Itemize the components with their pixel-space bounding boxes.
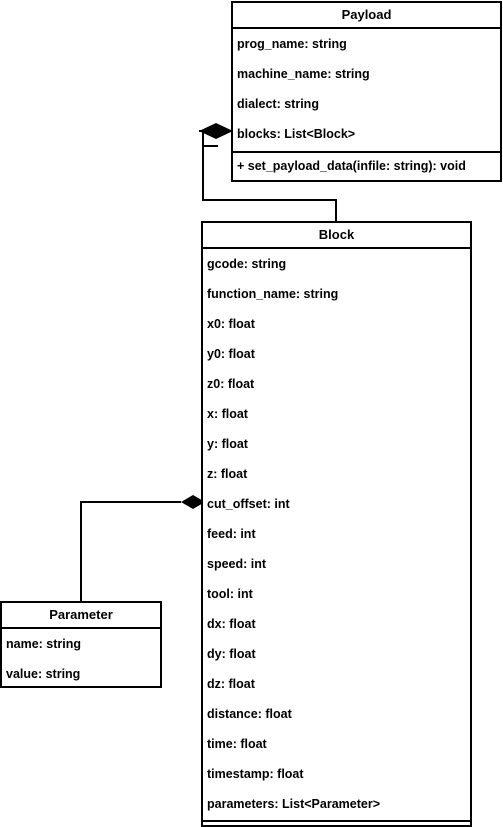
- payload-attr-dialect: dialect: string: [237, 97, 319, 111]
- block-attr-function-name: function_name: string: [207, 287, 339, 301]
- block-attr-dz: dz: float: [207, 677, 255, 691]
- parameter-attr-value: value: string: [6, 667, 81, 681]
- block-attr-x: x: float: [207, 407, 248, 421]
- payload-class-name: Payload: [233, 3, 500, 29]
- block-attr-z: z: float: [207, 467, 248, 481]
- block-attr-cut-offset: cut_offset: int: [207, 497, 290, 511]
- block-attr-distance: distance: float: [207, 707, 292, 721]
- block-attr-y0: y0: float: [207, 347, 255, 361]
- payload-attr-prog-name: prog_name: string: [237, 37, 347, 51]
- block-attr-dx: dx: float: [207, 617, 256, 631]
- block-attr-y: y: float: [207, 437, 248, 451]
- block-attr-timestamp: timestamp: float: [207, 767, 304, 781]
- block-class-name: Block: [203, 223, 470, 249]
- parameter-attr-name: name: string: [6, 637, 82, 651]
- composition-diamond-payload: [199, 123, 233, 139]
- block-attr-time: time: float: [207, 737, 267, 751]
- block-class[interactable]: Block gcode: string function_name: strin…: [201, 221, 472, 827]
- block-method-divider: [203, 820, 470, 822]
- parameter-class-name: Parameter: [2, 603, 160, 629]
- composition-connector-block-payload-main: [199, 130, 337, 221]
- composition-connector-parameter-block: [80, 501, 181, 601]
- composition-diamond-block: [181, 495, 205, 509]
- block-attr-feed: feed: int: [207, 527, 256, 541]
- payload-attr-blocks: blocks: List<Block>: [237, 127, 356, 141]
- parameter-class[interactable]: Parameter name: string value: string: [0, 601, 162, 688]
- block-attr-speed: speed: int: [207, 557, 267, 571]
- payload-attr-machine-name: machine_name: string: [237, 67, 370, 81]
- payload-method-divider: [233, 151, 500, 153]
- payload-method-set-payload-data: + set_payload_data(infile: string): void: [237, 159, 466, 173]
- block-attr-gcode: gcode: string: [207, 257, 287, 271]
- payload-class[interactable]: Payload prog_name: string machine_name: …: [231, 1, 502, 182]
- block-attr-dy: dy: float: [207, 647, 256, 661]
- block-attr-x0: x0: float: [207, 317, 255, 331]
- block-attr-parameters: parameters: List<Parameter>: [207, 797, 381, 811]
- block-attr-tool: tool: int: [207, 587, 253, 601]
- block-attr-z0: z0: float: [207, 377, 255, 391]
